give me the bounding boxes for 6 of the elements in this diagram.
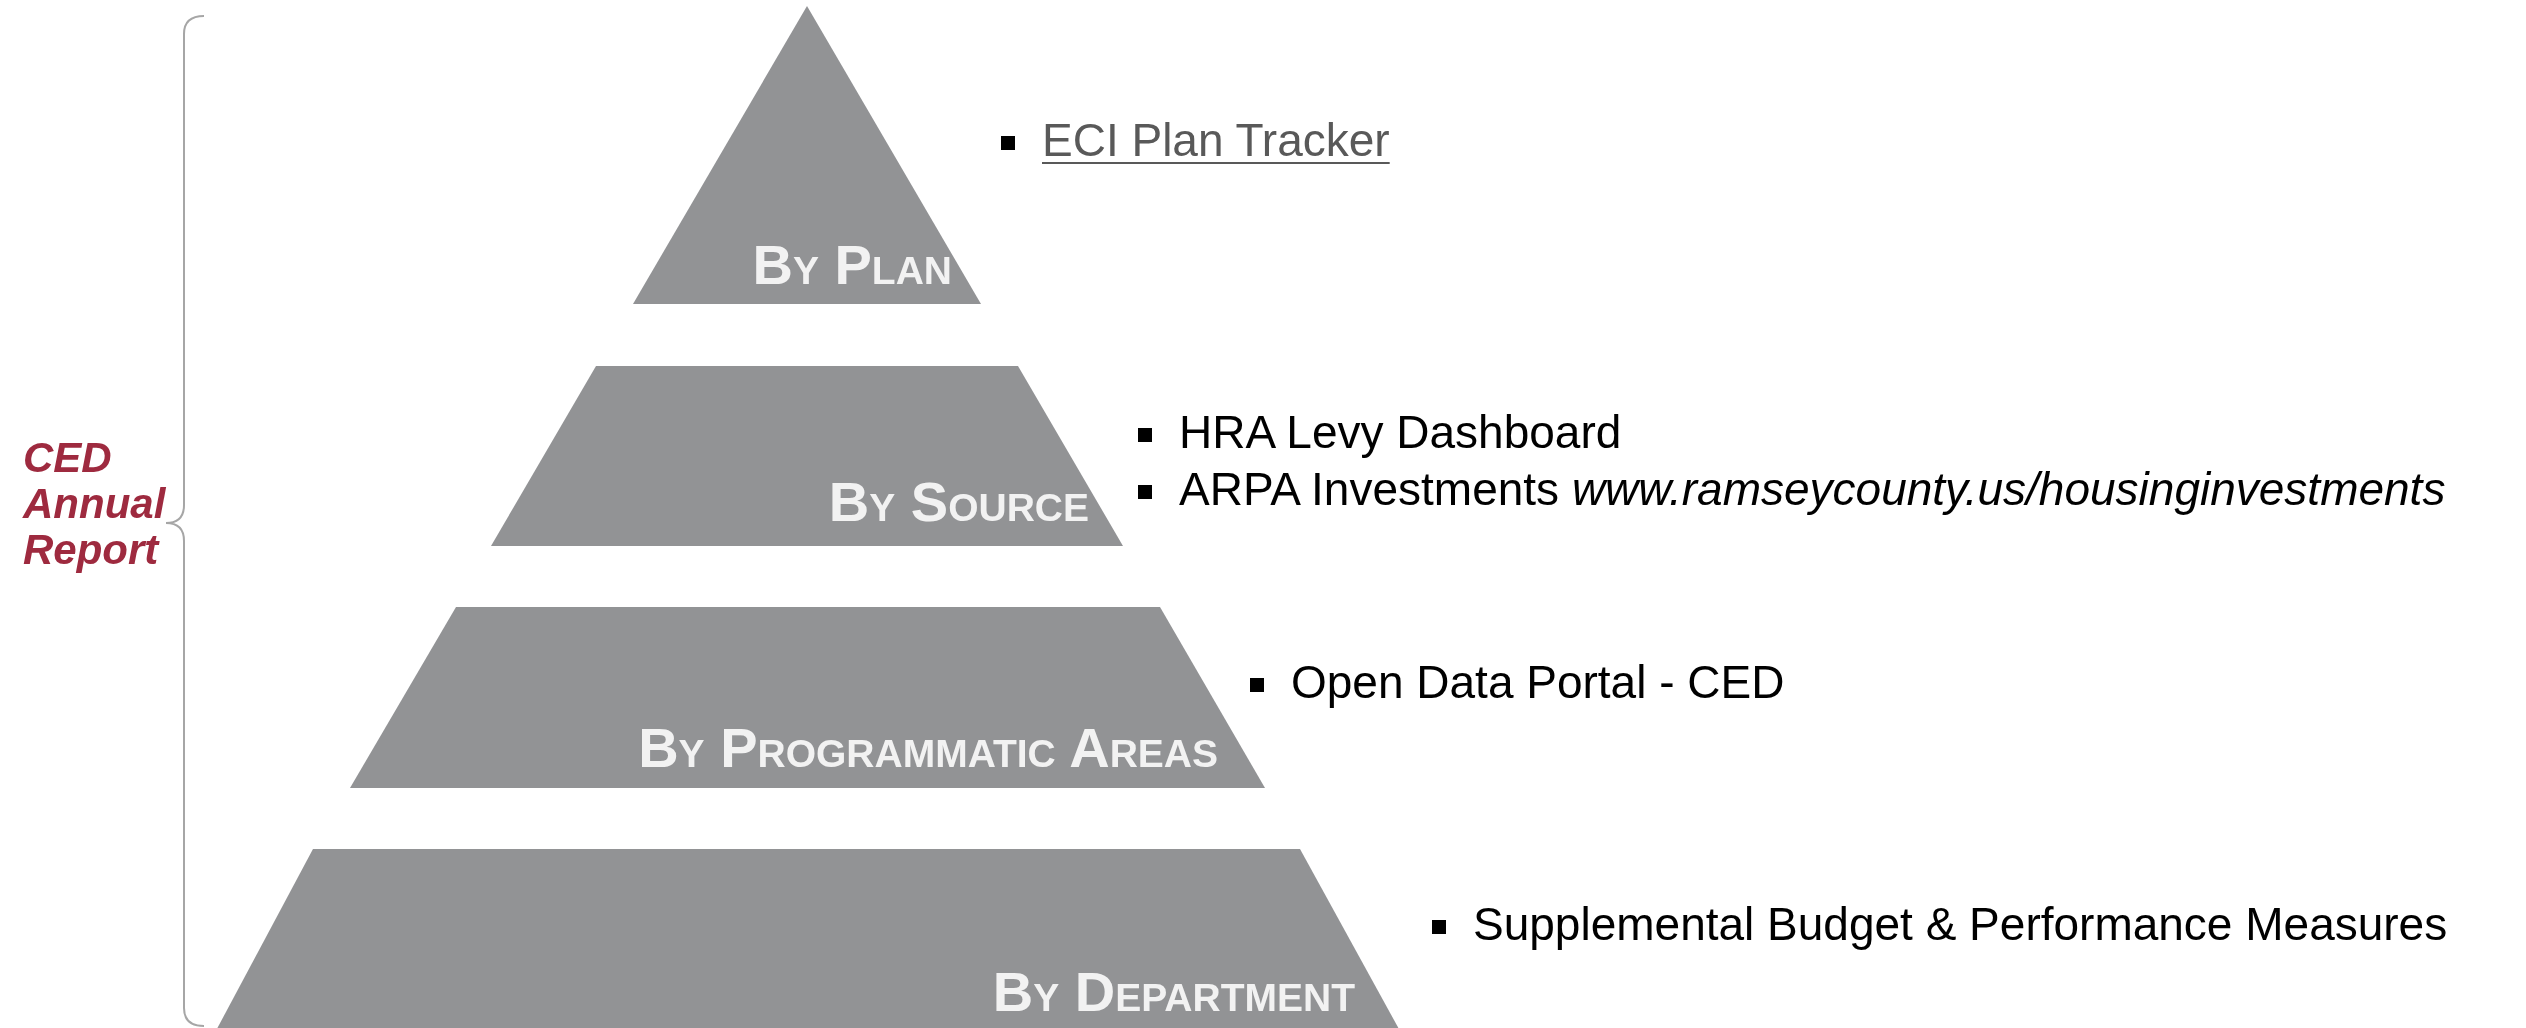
tier-label: By Programmatic Areas bbox=[638, 720, 1218, 776]
side-caption: CED Annual Report bbox=[23, 435, 167, 573]
tier-label: By Source bbox=[828, 474, 1089, 530]
link: ECI Plan Tracker bbox=[1042, 117, 1390, 163]
tier-label: By Plan bbox=[752, 237, 952, 293]
tier-label: By Department bbox=[992, 964, 1355, 1020]
